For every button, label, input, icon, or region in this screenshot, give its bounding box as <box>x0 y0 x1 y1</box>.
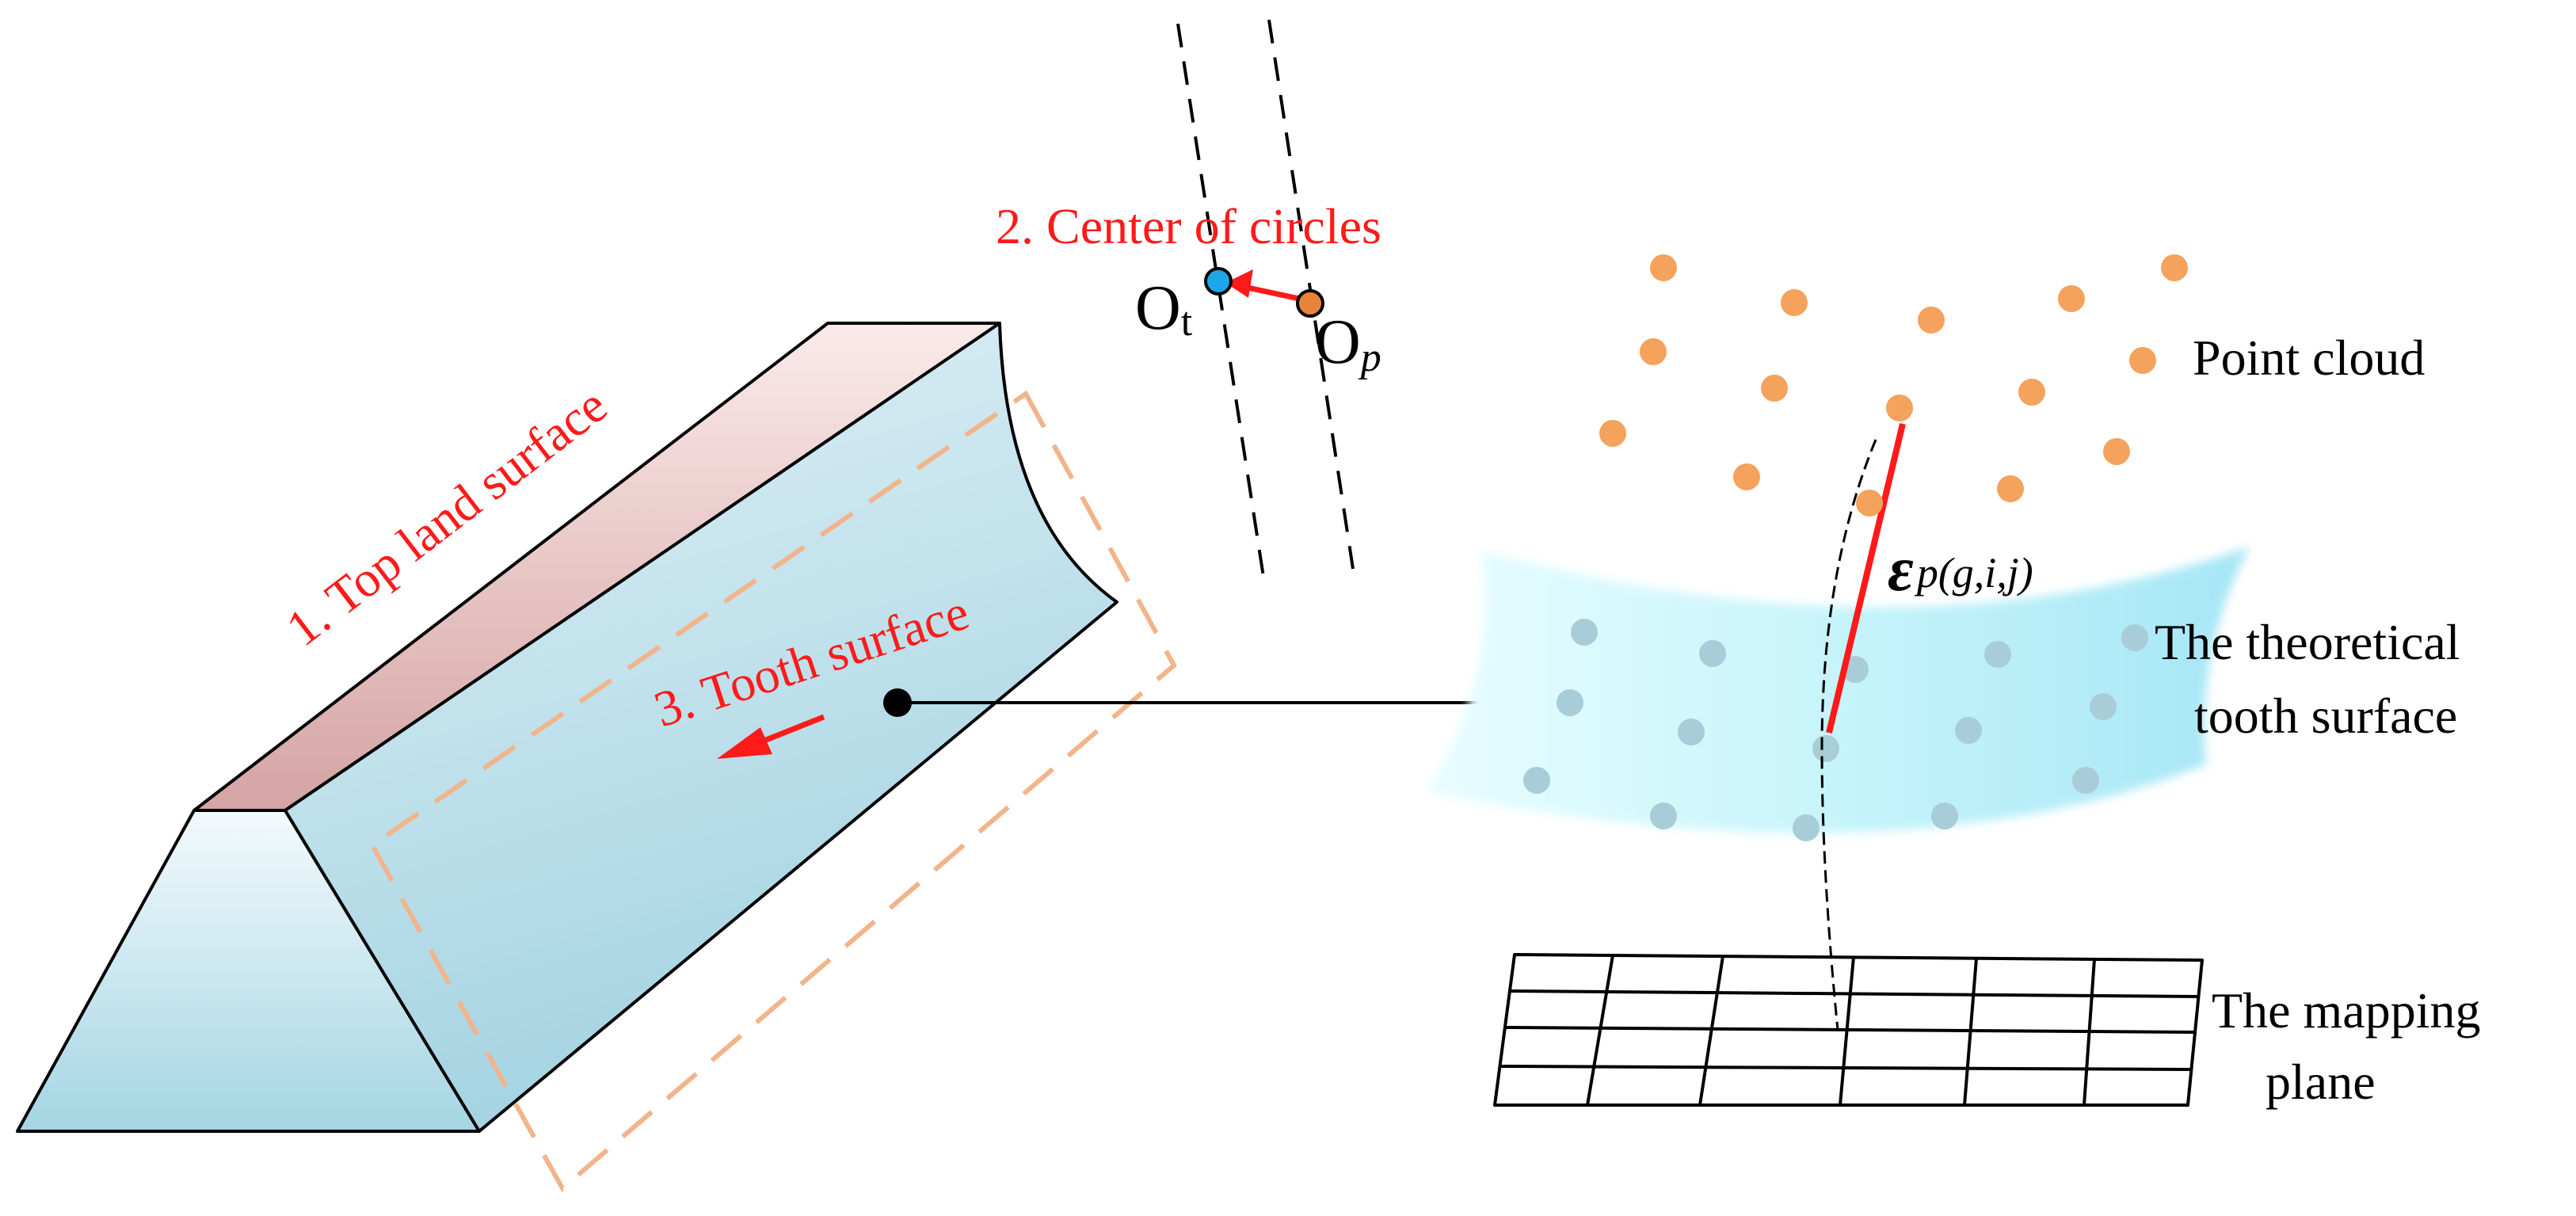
theoretical-surface-point <box>2072 767 2099 794</box>
center-offset-arrow <box>1225 269 1300 302</box>
theoretical-surface-point <box>1931 802 1958 829</box>
theoretical-surface-point <box>1955 717 1982 744</box>
theoretical-surface-point <box>1793 814 1820 841</box>
point-cloud-point <box>2018 379 2045 406</box>
theoretical-surface-point <box>1678 719 1705 745</box>
point-cloud-point <box>1918 307 1945 334</box>
ot-label: Ot <box>1135 273 1193 345</box>
point-cloud-point <box>2161 254 2188 281</box>
theoretical-surface-point <box>2090 693 2117 720</box>
theoretical-surface-point <box>1699 640 1726 667</box>
center-point-op <box>1296 289 1324 318</box>
point-cloud-point <box>2103 438 2130 465</box>
mapping-plane-label-line1: The mapping <box>2212 982 2480 1039</box>
theoretical-surface-point <box>1571 619 1598 646</box>
mapping-plane-label-line2: plane <box>2265 1054 2376 1110</box>
point-cloud-point <box>1733 463 1760 490</box>
point-cloud-point <box>1650 254 1677 281</box>
error-symbol: εp(g,i,j) <box>1888 535 2033 604</box>
theoretical-surface-label-line1: The theoretical <box>2155 614 2460 670</box>
tooth-prism <box>16 322 1118 1133</box>
theoretical-surface-point <box>1812 735 1839 762</box>
axes-lines <box>1176 19 1355 578</box>
theoretical-surface-point <box>2121 624 2148 651</box>
theoretical-surface-point <box>1523 767 1550 794</box>
theoretical-surface-point <box>1650 802 1677 829</box>
tooth-flank-face <box>284 322 1118 1133</box>
mapping-plane <box>1493 953 2204 1107</box>
point-cloud <box>1599 254 2188 517</box>
theoretical-surface-point <box>1557 689 1583 716</box>
point-cloud-label: Point cloud <box>2193 330 2425 386</box>
point-cloud-point <box>1761 375 1788 402</box>
red-arrow-icon <box>717 714 825 759</box>
theoretical-surface-point <box>1984 641 2011 668</box>
point-cloud-point <box>1997 475 2024 502</box>
point-cloud-point <box>1886 395 1913 421</box>
point-cloud-point <box>2058 285 2085 312</box>
theoretical-surface-label-line2: tooth surface <box>2194 688 2457 744</box>
point-cloud-point <box>1640 338 1667 365</box>
point-cloud-point <box>1599 420 1626 447</box>
point-cloud-point <box>2129 347 2156 374</box>
point-cloud-point <box>1781 289 1808 316</box>
projection-curve <box>1820 439 1877 1031</box>
op-label: Op <box>1315 307 1381 380</box>
error-vector <box>1826 423 1906 734</box>
connector-start-dot <box>883 688 912 717</box>
theoretical-points <box>1523 619 2148 841</box>
tooth-surface-region <box>369 390 1177 1192</box>
center-of-circles-label: 2. Center of circles <box>996 198 1381 254</box>
point-cloud-point <box>1856 490 1883 517</box>
center-point-ot <box>1204 267 1233 295</box>
